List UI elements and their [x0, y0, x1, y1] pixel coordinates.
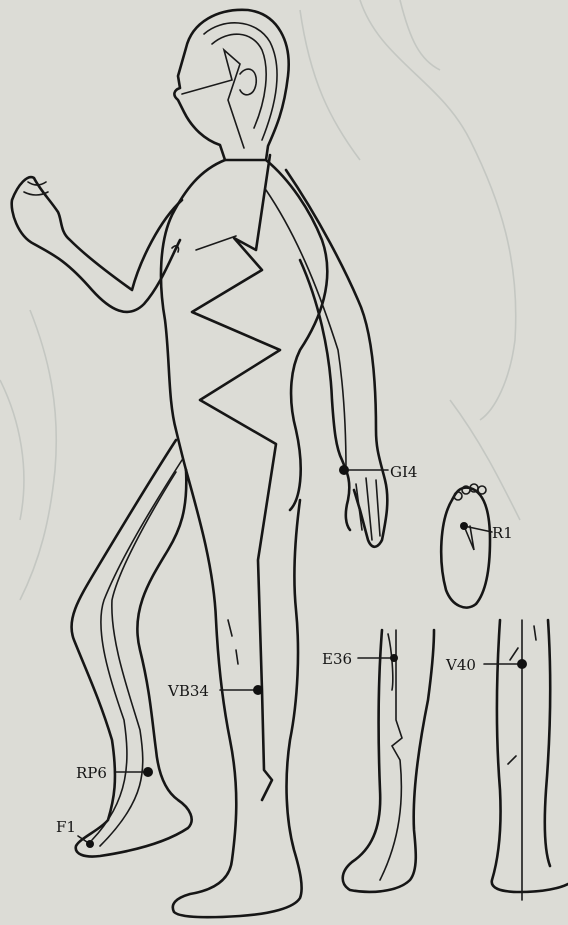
leg-inset-e36 [343, 630, 434, 892]
foot-sole-inset [441, 484, 490, 608]
torso-front [161, 160, 225, 470]
head-meridian-inner [212, 34, 266, 128]
back-leg-meridian-b [100, 472, 176, 846]
gi4-label: GI4 [390, 463, 417, 481]
rp6-label: RP6 [76, 764, 107, 782]
background-ghost-figure [0, 0, 520, 600]
ear [240, 69, 256, 95]
e36-label: E36 [322, 650, 352, 668]
sole-outline [441, 488, 490, 608]
v40-label: V40 [445, 656, 476, 674]
knee-mark [228, 620, 238, 664]
back-leg-meridian-a [92, 460, 182, 840]
hand-fingers [356, 478, 380, 540]
acupoint-f1: F1 [56, 818, 94, 848]
chest-line [196, 236, 236, 250]
face-meridian [182, 50, 244, 148]
acupoint-gi4: GI4 [339, 463, 417, 481]
f1-label: F1 [56, 818, 76, 836]
arm-raised [12, 177, 182, 312]
walking-figure [12, 10, 388, 917]
r1-label: R1 [492, 524, 513, 542]
acupoint-e36: E36 [322, 650, 398, 668]
back-leg-outer [71, 440, 191, 857]
toe-4 [478, 486, 486, 494]
acupoint-vb34: VB34 [167, 682, 263, 700]
head-outline [174, 10, 288, 160]
vb34-label: VB34 [167, 682, 209, 700]
acupoint-r1: R1 [460, 522, 513, 542]
acupoint-v40: V40 [445, 656, 527, 674]
arm-hanging-back [286, 170, 387, 547]
back-meridian [192, 155, 280, 800]
leg-inset-v40 [492, 620, 568, 900]
